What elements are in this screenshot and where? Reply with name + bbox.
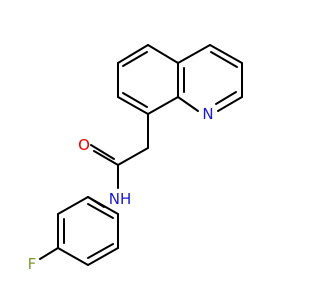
bond: [209, 44, 243, 64]
carbonyl-bond: [93, 150, 119, 166]
bond: [57, 247, 89, 266]
oxygen-label: O: [78, 136, 90, 154]
bond: [57, 196, 89, 215]
bond: [147, 44, 179, 64]
bond: [117, 147, 149, 166]
bond: [147, 96, 179, 115]
bond: [122, 51, 148, 67]
acetamide-linker: [90, 113, 149, 189]
fluorophenyl-ring: [39, 196, 119, 266]
bond: [39, 247, 59, 260]
atom-label-fluorine: F: [28, 255, 37, 273]
bond: [117, 44, 149, 64]
bond: [217, 96, 243, 112]
atom-label-amide-nh: NH: [109, 190, 132, 208]
bond: [177, 44, 211, 64]
bond: [215, 91, 237, 105]
quinoline-pyridine-ring: [177, 44, 243, 112]
bond: [210, 51, 238, 68]
bond: [87, 203, 114, 219]
bond: [122, 92, 148, 108]
bond: [87, 247, 119, 266]
nitrogen-label: N: [202, 105, 213, 123]
bond: [87, 243, 114, 259]
atom-label-oxygen: O: [78, 136, 90, 154]
quinoline-benzene-ring: [117, 44, 179, 115]
carbonyl-bond: [90, 144, 115, 160]
fluorine-label: F: [28, 255, 37, 273]
atom-label-nitrogen-ring: N: [202, 105, 213, 123]
bond: [177, 96, 199, 112]
amide-nh-label: NH: [109, 190, 132, 208]
bond: [117, 96, 149, 115]
molecule-structure: N O NH F: [28, 44, 243, 273]
bond: [87, 196, 119, 215]
